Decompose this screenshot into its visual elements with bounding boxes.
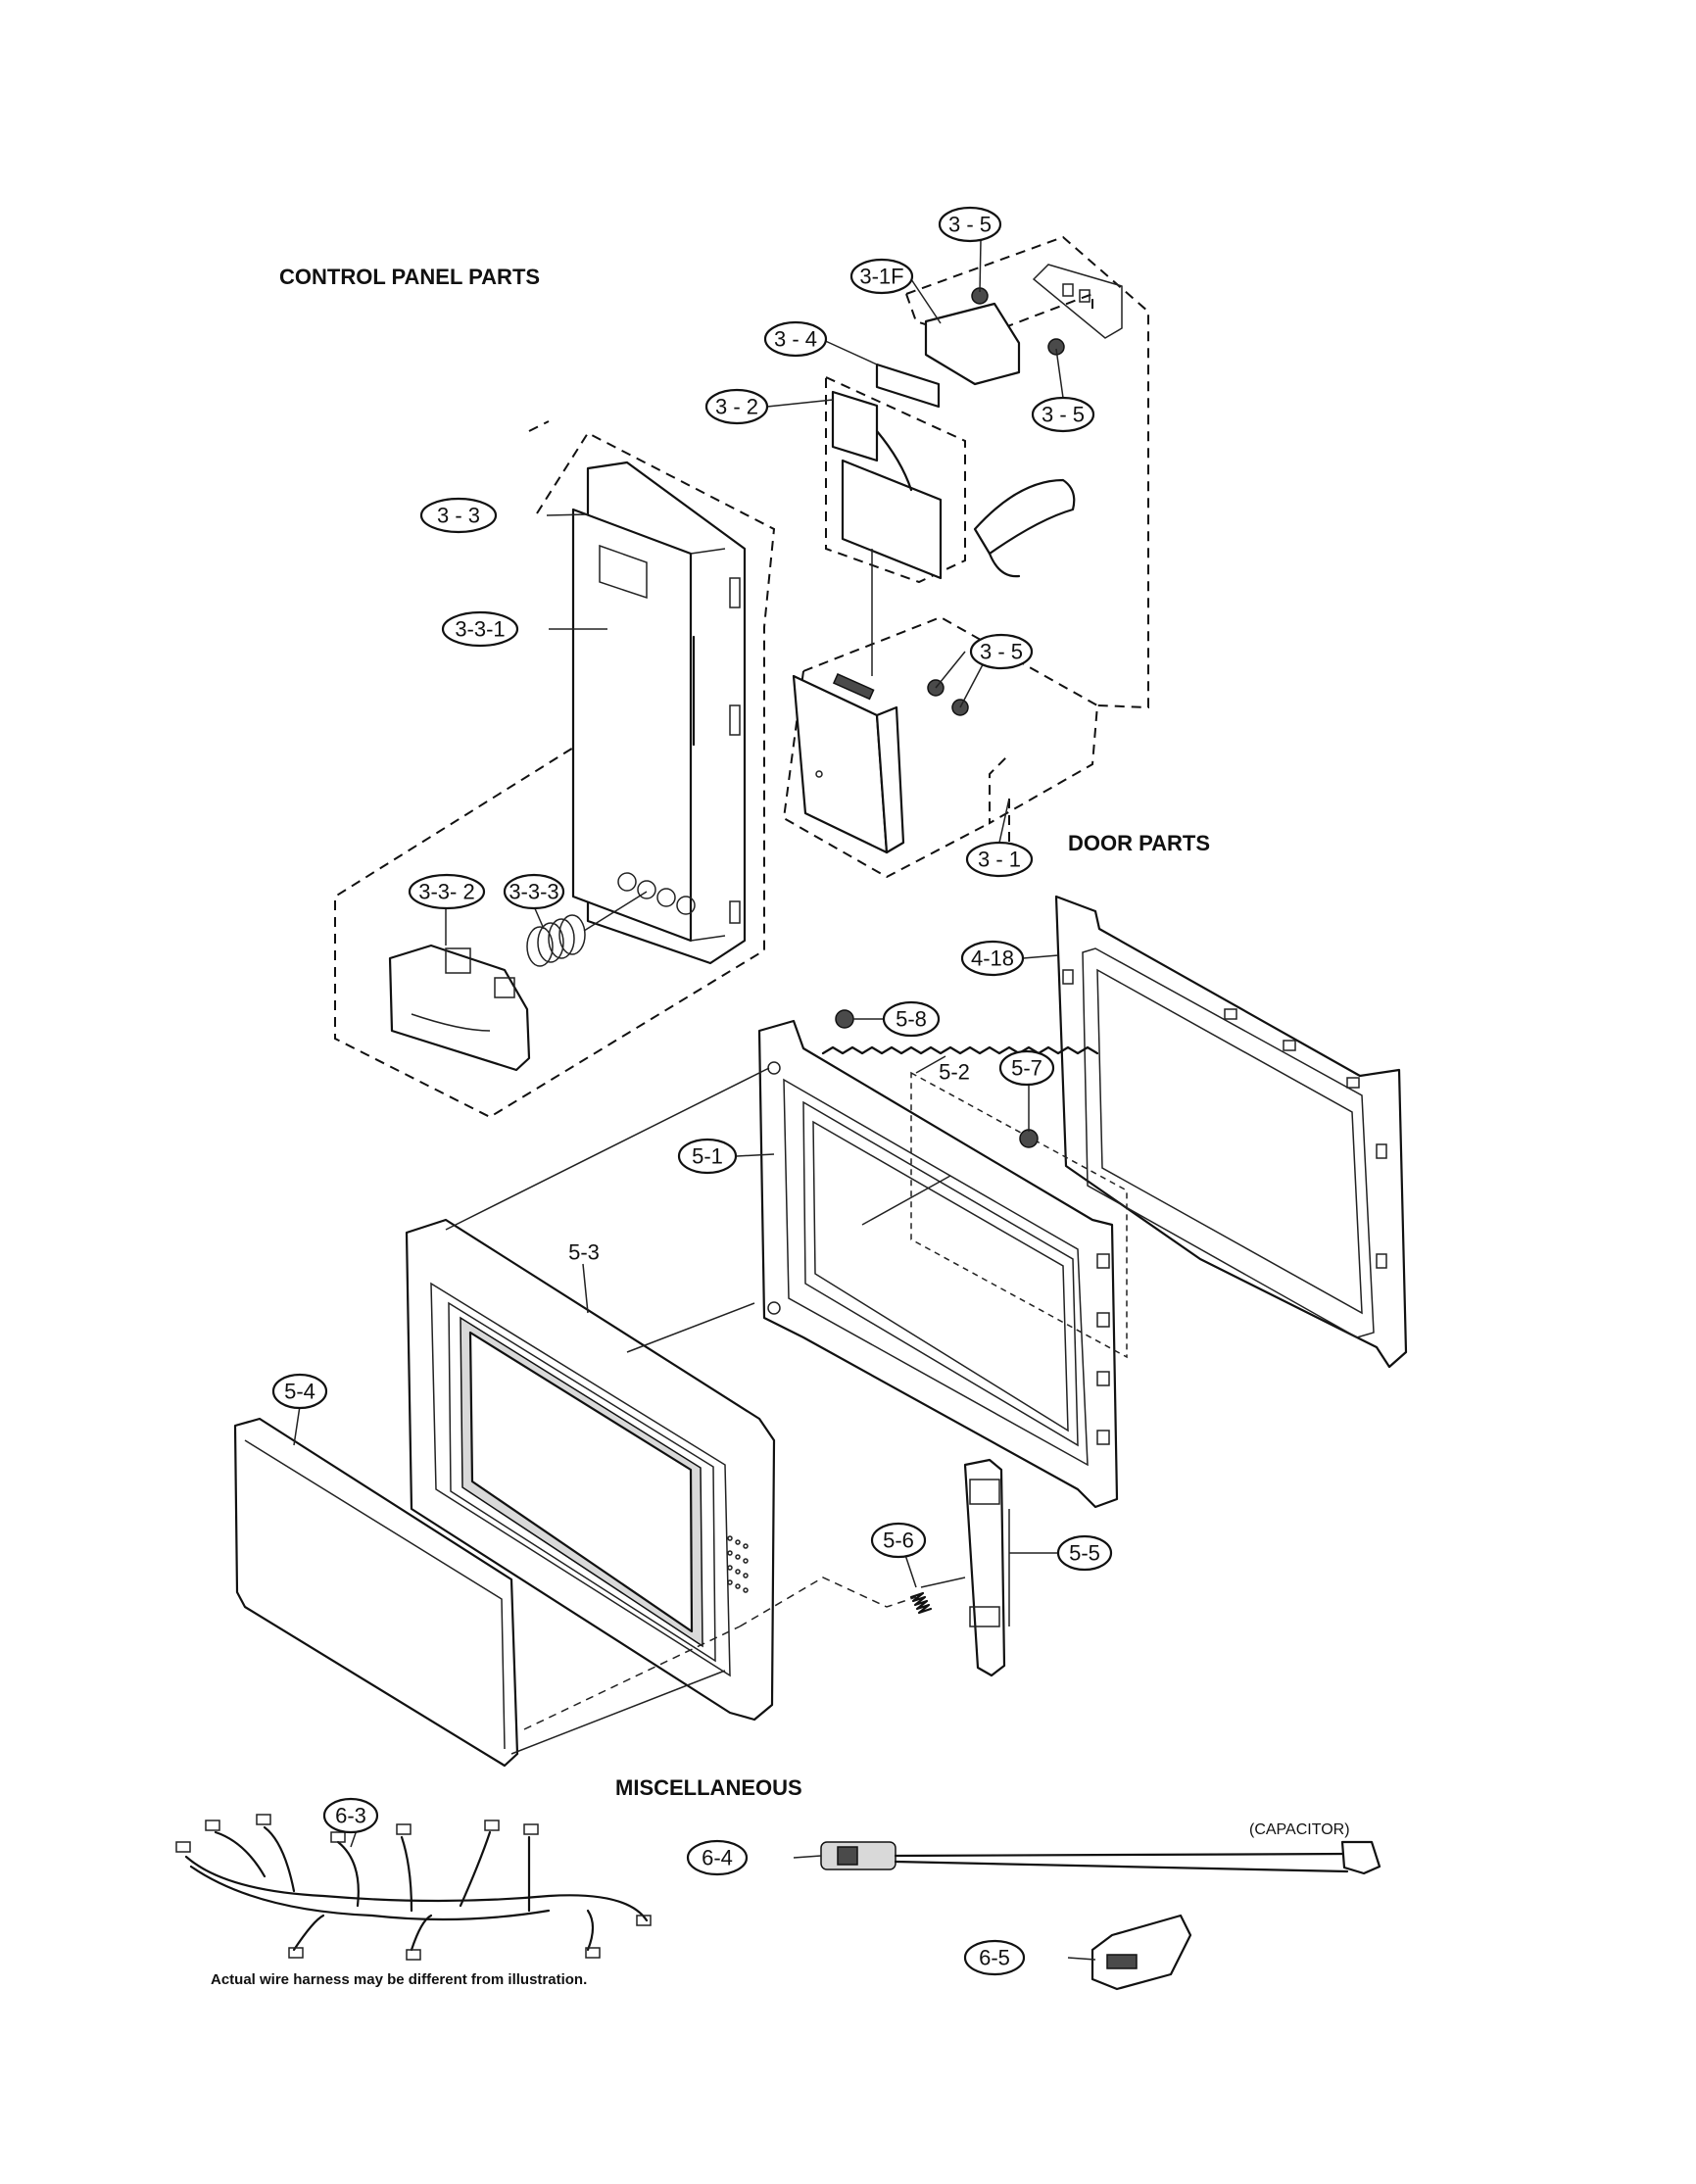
svg-text:5-4: 5-4: [284, 1380, 315, 1404]
door-leader-lines: [293, 954, 1059, 1588]
spring-part: [526, 891, 648, 967]
svg-text:5-3: 5-3: [568, 1240, 600, 1265]
svg-text:3 - 2: 3 - 2: [715, 395, 758, 419]
callout-5-4: 5-4: [271, 1373, 328, 1410]
callout-3-2: 3 - 2: [704, 388, 769, 425]
miscellaneous-heading: MISCELLANEOUS: [615, 1775, 802, 1800]
svg-text:3-1F: 3-1F: [859, 265, 903, 289]
door-screen-part: [910, 1071, 1128, 1359]
svg-text:6-4: 6-4: [702, 1846, 733, 1870]
callout-3-1: 3 - 1: [965, 841, 1034, 878]
callout-6-3: 6-3: [322, 1797, 379, 1834]
callout-5-8: 5-8: [882, 1000, 941, 1038]
svg-text:5-5: 5-5: [1069, 1541, 1100, 1566]
callout-3-3-1: 3-3-1: [441, 610, 519, 648]
bracket-part: [875, 363, 941, 409]
door-parts-heading: DOOR PARTS: [1068, 831, 1210, 855]
control-panel-heading: CONTROL PANEL PARTS: [279, 265, 540, 289]
door-choke-frame-part: [1054, 895, 1408, 1369]
callout-3-1f: 3-1F: [849, 258, 914, 295]
door-front-frame-part: [405, 1218, 776, 1722]
harness-note: Actual wire harness may be different fro…: [211, 1971, 587, 1988]
svg-text:3 - 4: 3 - 4: [774, 327, 817, 352]
control-pcb-part: [792, 673, 905, 854]
door-frame-part: [757, 1019, 1119, 1509]
callout-3-5-top: 3 - 5: [938, 206, 1002, 243]
svg-text:5-6: 5-6: [883, 1529, 914, 1553]
callout-3-3-3: 3-3-3: [503, 873, 565, 910]
callout-3-4: 3 - 4: [763, 320, 828, 358]
svg-text:3 - 5: 3 - 5: [1042, 403, 1085, 427]
misc-fuse-holder-part: [1067, 1914, 1192, 1991]
fuse-holder-part: [924, 264, 1123, 386]
svg-text:3 - 3: 3 - 3: [437, 504, 480, 528]
svg-text:6-3: 6-3: [335, 1804, 366, 1828]
control-leader-lines: [445, 239, 1064, 946]
callout-5-5: 5-5: [1056, 1534, 1113, 1572]
membrane-switch-part: [831, 390, 1076, 676]
svg-text:3 - 1: 3 - 1: [978, 848, 1021, 872]
capacitor-label: (CAPACITOR): [1249, 1821, 1350, 1838]
callout-5-1: 5-1: [677, 1138, 738, 1175]
door-assembly-lines: [445, 1067, 951, 1755]
door-spring-part: [909, 1577, 966, 1615]
svg-text:3-3-3: 3-3-3: [509, 880, 558, 904]
latch-button-part: [388, 944, 531, 1072]
svg-text:5-2: 5-2: [939, 1060, 970, 1085]
callout-5-7: 5-7: [998, 1049, 1055, 1087]
callout-3-5-right: 3 - 5: [1031, 396, 1095, 433]
control-panel-group-outline: [334, 235, 1149, 1119]
callout-6-5: 6-5: [963, 1939, 1026, 1976]
callout-6-4: 6-4: [686, 1839, 749, 1876]
callout-3-3-2: 3-3- 2: [408, 873, 486, 910]
callout-5-6: 5-6: [870, 1522, 927, 1559]
door-outer-panel-part: [233, 1417, 519, 1768]
callout-5-3: 5-3: [568, 1240, 600, 1265]
svg-text:3 - 5: 3 - 5: [980, 640, 1023, 664]
callout-4-18: 4-18: [960, 940, 1025, 977]
svg-text:6-5: 6-5: [979, 1946, 1010, 1970]
wire-harness-part: [175, 1814, 652, 1961]
callout-5-2: 5-2: [939, 1060, 970, 1085]
callout-3-3: 3 - 3: [419, 497, 498, 534]
svg-text:5-7: 5-7: [1011, 1056, 1042, 1081]
svg-text:5-8: 5-8: [896, 1007, 927, 1032]
capacitor-lead-part: [793, 1840, 1381, 1875]
latch-hook-part: [963, 1458, 1010, 1677]
svg-text:3 - 5: 3 - 5: [948, 213, 992, 237]
callout-3-5-pcb: 3 - 5: [969, 633, 1034, 670]
svg-text:5-1: 5-1: [692, 1144, 723, 1169]
control-panel-housing: [571, 461, 747, 965]
svg-text:3-3- 2: 3-3- 2: [418, 880, 474, 904]
svg-text:3-3-1: 3-3-1: [455, 617, 505, 642]
svg-text:4-18: 4-18: [971, 946, 1014, 971]
